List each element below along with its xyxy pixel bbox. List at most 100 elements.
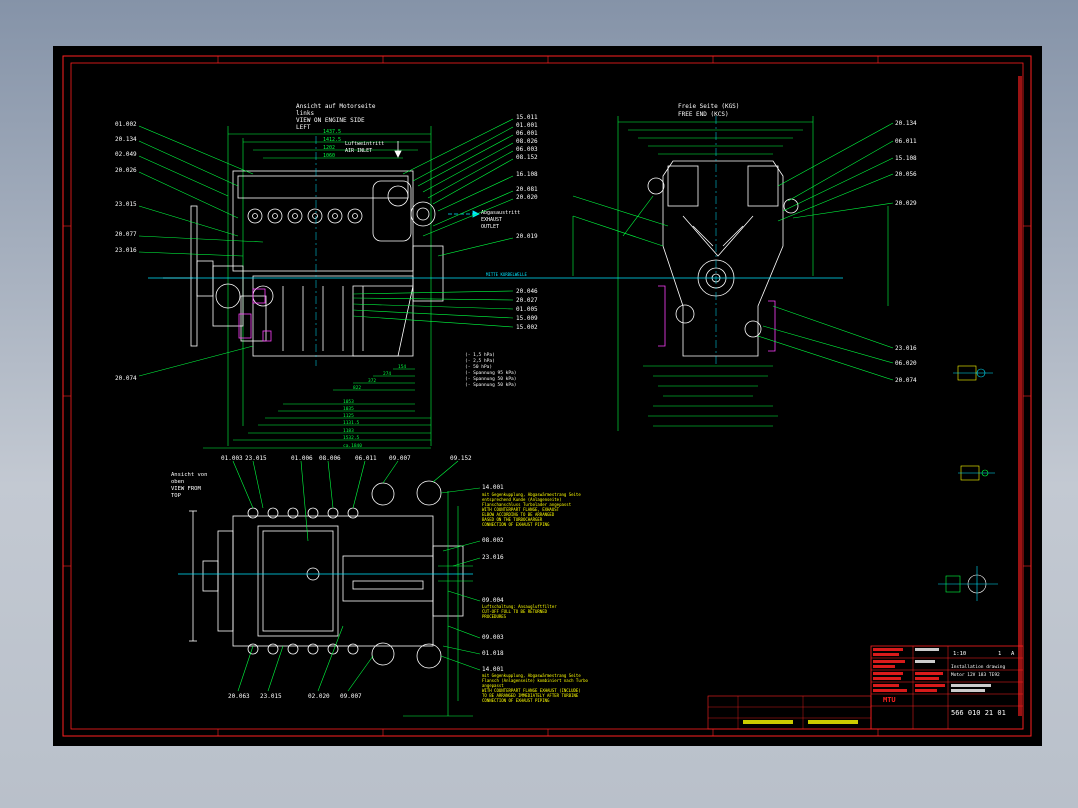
left-dim-3: 1202 xyxy=(323,145,335,151)
top-view-title-en: VIEW FROM xyxy=(171,486,201,492)
note1-line-6: BASED ON THE TURBOCHARGER xyxy=(482,517,543,522)
callout-right-15: 15.002 xyxy=(516,324,538,331)
front-view-callouts: 20.134 06.011 15.108 20.056 20.029 23.01… xyxy=(895,120,917,384)
cad-viewport[interactable]: Ansicht auf Motorseite links VIEW ON ENG… xyxy=(53,46,1042,746)
callout-right-3: 06.001 xyxy=(516,130,538,137)
left-view-magenta-parts xyxy=(238,288,272,342)
top-callout-1: 01.003 xyxy=(221,455,243,462)
callout-right-1: 15.011 xyxy=(516,114,538,121)
left-bottom-dim-5: 1053 xyxy=(343,399,354,405)
note1-line-2: entsprechend Kunde (Anlagenseite) xyxy=(482,497,561,502)
top-view: Ansicht von oben VIEW FROM TOP xyxy=(171,455,589,717)
top-right-callout-3: 23.016 xyxy=(482,554,504,561)
front-callout-8: 20.074 xyxy=(895,377,917,384)
front-callout-6: 23.016 xyxy=(895,345,917,352)
top-view-callouts-top: 01.003 23.015 01.006 08.006 06.011 09.00… xyxy=(221,455,472,462)
title-block-description-en: Installation drawing xyxy=(951,664,1005,670)
top-callout-7: 09.152 xyxy=(450,455,472,462)
callout-right-14: 15.009 xyxy=(516,315,538,322)
top-bottom-callout-4: 09.007 xyxy=(340,693,362,700)
top-callout-2: 23.015 xyxy=(245,455,267,462)
front-view-leaders xyxy=(572,122,894,381)
note3-line-2: Flansch (Anlagenseite) kombiniert nach T… xyxy=(482,678,589,683)
detail-symbol-1 xyxy=(953,365,993,381)
detail-symbol-3 xyxy=(938,566,998,601)
note1-line-4: WITH COUNTERPART FLANGE, EXHAUST xyxy=(482,507,560,512)
top-callout-3: 01.006 xyxy=(291,455,313,462)
top-callout-6: 09.007 xyxy=(389,455,411,462)
left-bottom-dim-1: 154 xyxy=(398,364,406,370)
top-right-callout-7: 14.001 xyxy=(482,666,504,673)
left-view-leaders-right xyxy=(352,118,514,328)
front-callout-1: 20.134 xyxy=(895,120,917,127)
top-view-callouts-right: 14.001 08.002 23.016 09.004 09.003 01.01… xyxy=(482,484,504,673)
left-dim-2: 1412.5 xyxy=(323,137,341,143)
top-view-note-2: Luftschaltung: Ansaugluftfilter CUT-OFF … xyxy=(482,604,557,619)
callout-left-8: 20.074 xyxy=(115,375,137,382)
note3-line-4: WITH COUNTERPART FLANGE EXHAUST (INCLUDE… xyxy=(482,688,581,693)
left-view-leaders-left xyxy=(138,125,264,377)
engine-installation-drawing: Ansicht auf Motorseite links VIEW ON ENG… xyxy=(62,55,1032,737)
air-inlet-label-de: Luftweintritt xyxy=(345,141,384,147)
callout-left-4: 20.026 xyxy=(115,167,137,174)
left-bottom-dim-10: 1532.5 xyxy=(343,435,360,441)
front-view: Freie Seite (KGS) FREE END (KCS) xyxy=(486,103,917,431)
exhaust-label-de: Abgasaustritt xyxy=(481,210,520,216)
left-bottom-dim-6: 1035 xyxy=(343,406,354,412)
callout-left-1: 01.002 xyxy=(115,121,137,128)
note3-line-3: angepasst xyxy=(482,683,504,688)
left-view-flywheel xyxy=(163,205,214,347)
pressure-note-6: (- Spannung 50 kPa) xyxy=(465,382,516,388)
left-view-bottom-dimensions xyxy=(203,368,431,449)
top-right-callout-5: 09.003 xyxy=(482,634,504,641)
note2-line-1: Luftschaltung: Ansaugluftfilter xyxy=(482,604,557,609)
left-bottom-dim-8: 1131.5 xyxy=(343,420,360,426)
left-bottom-dim-7: 1125 xyxy=(343,413,354,419)
left-bottom-dim-4: 822 xyxy=(353,385,361,391)
top-bottom-callout-3: 02.020 xyxy=(308,693,330,700)
left-side-view: Ansicht auf Motorseite links VIEW ON ENG… xyxy=(115,103,538,449)
title-block-scale: 1:10 xyxy=(953,651,966,657)
drawing-frame xyxy=(62,55,1032,737)
pressure-note-1: (- 1,5 hPa) xyxy=(465,352,495,358)
top-view-callouts-bottom: 20.063 23.015 02.020 09.007 xyxy=(228,693,362,700)
left-view-title-de2: links xyxy=(296,110,314,117)
crank-centerline-label: MITTE KURBELWELLE xyxy=(486,272,528,277)
note2-line-3: PROCEDURES xyxy=(482,614,507,619)
note3-line-5: TO BE ARRANGED IMMEDIATELY AFTER TURBINE xyxy=(482,693,579,698)
top-view-note-3: mit Gegenkupplung, Abgaswärmestrang Seit… xyxy=(482,673,589,703)
title-block-description-de: Motor 12V 183 TE92 xyxy=(951,672,1000,678)
callout-right-6: 08.152 xyxy=(516,154,538,161)
pressure-note-2: (- 2,5 hPa) xyxy=(465,358,495,364)
note1-line-7: CONNECTION OF EXHAUST PIPING xyxy=(482,522,550,527)
pressure-note-4: (- Spannung 95 kPa) xyxy=(465,370,516,376)
callout-right-13: 01.005 xyxy=(516,306,538,313)
front-view-title-de: Freie Seite (KGS) xyxy=(678,103,739,110)
callout-left-7: 23.016 xyxy=(115,247,137,254)
title-block-company: MTU xyxy=(883,696,896,704)
pressure-note-3: (- 50 hPa) xyxy=(465,364,492,370)
callout-right-2: 01.001 xyxy=(516,122,538,129)
top-callout-4: 08.006 xyxy=(319,455,341,462)
left-view-engine-body xyxy=(212,170,444,357)
left-view-pressure-notes: (- 1,5 hPa) (- 2,5 hPa) (- 50 hPa) (- Sp… xyxy=(465,352,516,388)
top-view-leaders xyxy=(232,460,481,692)
top-bottom-callout-2: 23.015 xyxy=(260,693,282,700)
note3-line-1: mit Gegenkupplung, Abgaswärmestrang Seit… xyxy=(482,673,581,678)
left-bottom-dim-9: 1183 xyxy=(343,428,354,434)
left-view-title-de: Ansicht auf Motorseite xyxy=(296,103,376,110)
top-view-engine-body xyxy=(189,480,464,669)
top-bottom-callout-1: 20.063 xyxy=(228,693,250,700)
top-view-note-1: mit Gegenkupplung, Abgaswärmestrang Seit… xyxy=(482,492,581,527)
exhaust-label-en: EXHAUST xyxy=(481,217,502,223)
left-bottom-dim-2: 274 xyxy=(383,371,391,377)
callout-right-12: 20.027 xyxy=(516,297,538,304)
top-right-callout-4: 09.004 xyxy=(482,597,504,604)
pressure-note-5: (- Spannung 50 kPa) xyxy=(465,376,516,382)
top-view-title-de: Ansicht von xyxy=(171,472,207,478)
callout-left-3: 02.049 xyxy=(115,151,137,158)
front-callout-7: 06.020 xyxy=(895,360,917,367)
exhaust-label-en2: OUTLET xyxy=(481,224,499,230)
callout-right-7: 16.108 xyxy=(516,171,538,178)
note1-line-1: mit Gegenkupplung, Abgaswärmestrang Seit… xyxy=(482,492,581,497)
